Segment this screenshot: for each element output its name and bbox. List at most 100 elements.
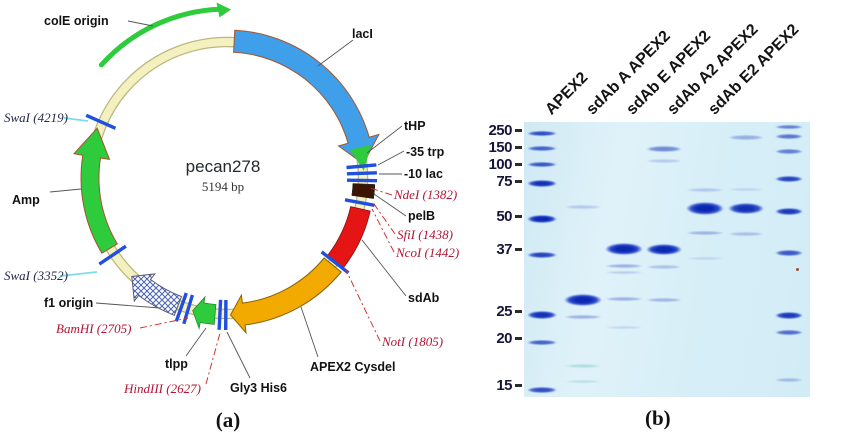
gel-band-ladder-right <box>774 133 804 139</box>
panel-b-label: (b) <box>645 406 671 430</box>
label-pelb: pelB <box>408 209 435 223</box>
gel-band-apex2 <box>563 314 603 319</box>
mw-value: 20 <box>496 329 512 347</box>
gel-band-sdab-e-apex2 <box>646 264 682 269</box>
tick-35trp <box>346 163 377 170</box>
plasmid-map: colE origin lacI tHP -35 trp -10 lac pel… <box>4 2 459 432</box>
mw-tick-icon <box>515 163 522 166</box>
gel-band-ladder-right <box>774 175 804 182</box>
mw-marker-75: 75 <box>496 173 522 190</box>
gel-band-sdab-e2-apex2 <box>728 203 764 215</box>
pelb-segment <box>351 183 376 199</box>
mw-value: 150 <box>488 139 512 157</box>
amp-arrow <box>73 127 118 254</box>
plasmid-size: 5194 bp <box>202 179 244 194</box>
mw-value: 37 <box>496 240 512 258</box>
gel-band-sdab-e2-apex2 <box>728 134 764 140</box>
label-thp: tHP <box>404 119 426 133</box>
site-bamhi: BamHI (2705) <box>56 321 131 336</box>
mw-value: 75 <box>496 172 512 190</box>
mw-value: 250 <box>488 122 512 140</box>
site-swai-3352: SwaI (3352) <box>4 268 68 283</box>
gel-band-sdab-e-apex2 <box>646 297 682 302</box>
gel-band-sdab-e2-apex2 <box>728 188 764 192</box>
dust-speck <box>796 268 799 271</box>
gel-band-sdab-a-apex2 <box>604 326 644 330</box>
gel-band-ladder-right <box>774 330 804 336</box>
gel-band-ladder-left <box>527 311 558 320</box>
panel-a-label: (a) <box>216 408 241 432</box>
mw-tick-icon <box>515 337 522 340</box>
mw-tick-icon <box>515 310 522 313</box>
gel-band-ladder-left <box>527 387 558 394</box>
f1-origin-arrow <box>131 273 183 316</box>
gel-band-sdab-a2-apex2 <box>686 187 724 192</box>
lane-label: APEX2 <box>542 69 592 119</box>
cole-origin-arrow <box>98 6 224 68</box>
gel-band-sdab-a2-apex2 <box>686 231 724 236</box>
tick-swai3352 <box>98 244 127 266</box>
tick-ndei <box>346 178 378 183</box>
gel-band-ladder-right <box>774 207 804 215</box>
site-hindiii: HindIII (2627) <box>123 381 201 396</box>
mw-marker-150: 150 <box>488 139 522 156</box>
mw-tick-icon <box>515 180 522 183</box>
site-swai-4219: SwaI (4219) <box>4 110 68 125</box>
gel-band-sdab-a-apex2 <box>604 243 644 256</box>
gel-band-sdab-e2-apex2 <box>728 231 764 236</box>
gel-band-ladder-left <box>527 161 558 167</box>
mw-tick-icon <box>515 146 522 149</box>
restriction-ticks <box>85 113 378 331</box>
gel-band-apex2 <box>563 204 603 209</box>
label-tlpp: tlpp <box>165 357 188 371</box>
mw-marker-50: 50 <box>496 208 522 225</box>
label-f1-origin: f1 origin <box>44 296 93 310</box>
leader-lines <box>49 20 407 385</box>
gel-band-ladder-left <box>527 130 558 136</box>
mw-tick-icon <box>515 129 522 132</box>
tick-hindiii <box>217 299 223 330</box>
mw-tick-icon <box>515 248 522 251</box>
plasmid-title: pecan278 <box>186 157 261 176</box>
mw-marker-100: 100 <box>488 156 522 173</box>
mw-marker-37: 37 <box>496 241 522 258</box>
tick-10lac <box>346 171 377 176</box>
tick-noti <box>320 250 350 275</box>
thp-arrowhead-icon <box>349 144 372 171</box>
site-sfii: SfiI (1438) <box>397 227 453 242</box>
gel-band-ladder-left <box>527 252 558 259</box>
gel-band-ladder-left <box>527 339 558 345</box>
mw-marker-15: 15 <box>496 377 522 394</box>
mw-marker-250: 250 <box>488 122 522 139</box>
label-cole-origin: colE origin <box>44 14 109 28</box>
gel-band-sdab-a-apex2 <box>604 264 644 269</box>
mw-value: 15 <box>496 377 512 394</box>
gel-band-ladder-right <box>774 377 804 382</box>
tick-ncoi <box>344 198 375 207</box>
site-noti: NotI (1805) <box>381 334 443 349</box>
gel-band-apex2 <box>563 363 603 368</box>
label-laci: lacI <box>352 27 373 41</box>
gel-band-ladder-left <box>527 179 558 187</box>
label-amp: Amp <box>12 193 40 207</box>
mw-tick-icon <box>515 384 522 387</box>
gel-band-sdab-a-apex2 <box>604 297 644 302</box>
tick-f1 <box>174 292 188 322</box>
gel-band-ladder-right <box>774 149 804 155</box>
gel-band-ladder-right <box>774 124 804 129</box>
site-ncoi: NcoI (1442) <box>395 245 459 260</box>
mw-value: 25 <box>496 303 512 321</box>
mw-value: 50 <box>496 207 512 225</box>
gel-lanes <box>524 122 810 397</box>
label-sdab: sdAb <box>408 291 440 305</box>
laci-arrow <box>233 29 380 165</box>
label-35trp: -35 trp <box>406 145 445 159</box>
gel-band-ladder-left <box>527 215 558 224</box>
apex2-arrow <box>229 257 342 335</box>
gel-band-ladder-left <box>527 145 558 151</box>
gel-band-sdab-e-apex2 <box>646 159 682 164</box>
gel-band-sdab-e-apex2 <box>646 244 682 256</box>
